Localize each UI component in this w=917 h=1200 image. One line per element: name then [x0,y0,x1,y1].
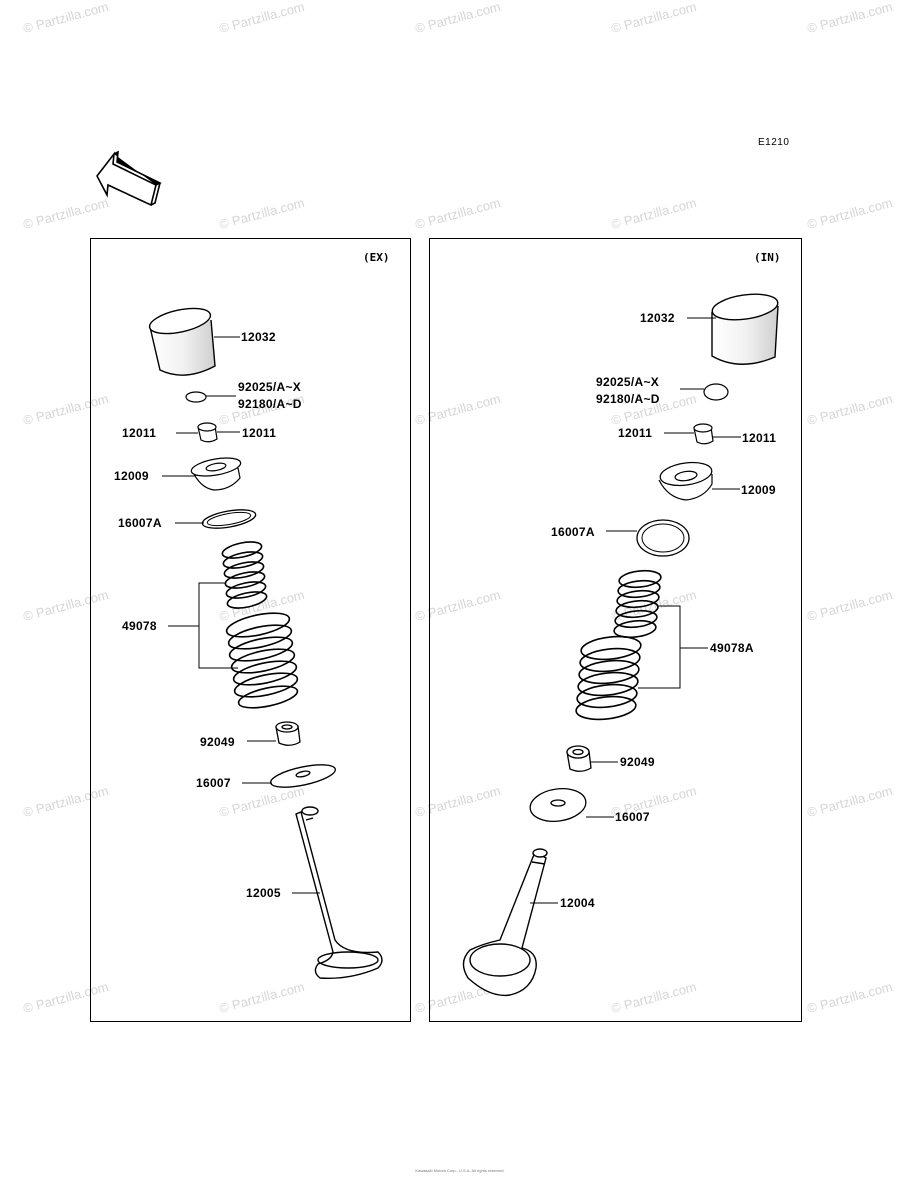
in-part-12009[interactable]: 12009 [741,483,776,497]
ex-part-92180[interactable]: 92180/A~D [238,397,302,411]
ex-part-12011-left[interactable]: 12011 [122,426,157,440]
ex-part-12009[interactable]: 12009 [114,469,149,483]
in-spring-seat-icon [636,519,690,557]
ex-valve-icon [295,806,383,979]
ex-shim-icon [185,391,207,403]
exhaust-panel: (EX) [90,238,411,1022]
ex-part-49078[interactable]: 49078 [122,619,157,633]
ex-part-12011-right[interactable]: 12011 [242,426,277,440]
intake-panel: (IN) [429,238,802,1022]
in-cotter-icon [693,423,714,445]
exhaust-panel-label: (EX) [363,251,390,264]
ex-valve-seal-icon [275,721,301,746]
intake-panel-label: (IN) [754,251,781,264]
in-part-12032[interactable]: 12032 [640,311,675,325]
in-valve-icon [462,848,548,997]
ex-part-92025[interactable]: 92025/A~X [238,380,302,394]
ex-cotter-icon [197,422,218,443]
in-shim-icon [703,383,729,401]
ex-part-16007[interactable]: 16007 [196,776,231,790]
in-part-16007[interactable]: 16007 [615,810,650,824]
in-tappet-icon [711,293,779,365]
in-retainer-icon [658,461,713,501]
ex-washer-icon [270,764,336,788]
in-washer-icon [529,788,587,822]
in-part-92025[interactable]: 92025/A~X [596,375,660,389]
ex-part-12032[interactable]: 12032 [241,330,276,344]
ex-part-16007A[interactable]: 16007A [118,516,162,530]
in-valve-seal-icon [566,745,592,772]
copyright-line-1: Kawasaki Motors Corp., U.S.A. All rights… [415,1168,505,1173]
ex-part-92049[interactable]: 92049 [200,735,235,749]
in-part-12011-left[interactable]: 12011 [618,426,653,440]
figure-code: E1210 [758,137,790,148]
in-part-92180[interactable]: 92180/A~D [596,392,660,406]
ex-retainer-icon [190,457,242,491]
copyright-footer: Kawasaki Motors Corp., U.S.A. All rights… [340,1168,580,1173]
front-arrow-icon [96,150,162,207]
ex-tappet-icon [148,307,216,376]
ex-part-12005[interactable]: 12005 [246,886,281,900]
in-part-12004[interactable]: 12004 [560,896,595,910]
ex-spring-seat-icon [201,509,257,529]
in-valve-spring-icon [575,569,662,721]
in-part-92049[interactable]: 92049 [620,755,655,769]
in-part-16007A[interactable]: 16007A [551,525,595,539]
in-part-12011-right[interactable]: 12011 [742,431,777,445]
in-part-49078A[interactable]: 49078A [710,641,754,655]
ex-valve-spring-icon [221,541,299,709]
